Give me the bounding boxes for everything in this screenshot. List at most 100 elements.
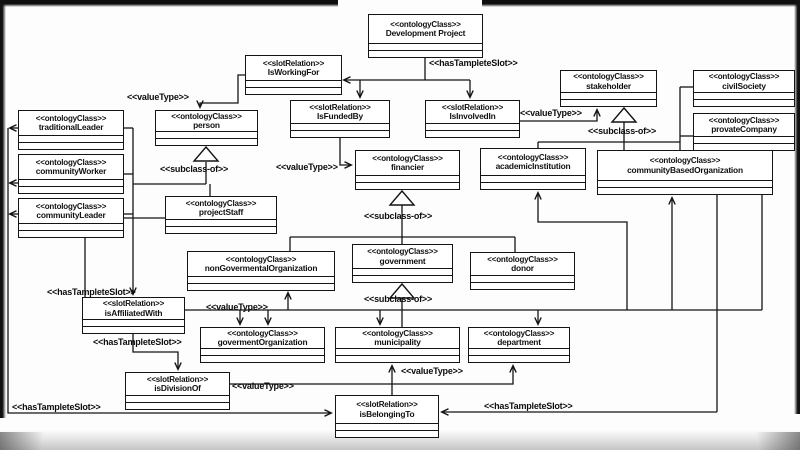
box-title: <<slotRelation>>IsInvolvedIn <box>426 101 519 123</box>
box-empty-compartment <box>126 395 229 402</box>
class-box-goverment-organization[interactable]: <<ontologyClass>>govermentOrganization <box>200 327 325 363</box>
box-empty-compartment <box>19 142 123 149</box>
box-title: <<ontologyClass>>person <box>156 111 257 131</box>
box-empty-compartment <box>481 175 585 182</box>
relation-label: <<hasTampleteSlot>> <box>429 58 518 68</box>
class-box-is-division-of[interactable]: <<slotRelation>>isDivisionOf <box>125 372 230 410</box>
class-box-person[interactable]: <<ontologyClass>>person <box>155 110 258 146</box>
box-name: civilSociety <box>722 80 766 91</box>
box-empty-compartment <box>353 275 452 282</box>
box-empty-compartment <box>471 275 574 282</box>
relation-label: <<valueType>> <box>276 162 338 172</box>
box-empty-compartment <box>166 226 276 233</box>
box-empty-compartment <box>561 99 656 106</box>
class-box-traditional-leader[interactable]: <<ontologyClass>>traditionalLeader <box>18 110 124 150</box>
box-title: <<slotRelation>>isBelongingTo <box>336 396 438 423</box>
box-stereotype: <<ontologyClass>> <box>708 115 780 125</box>
class-box-stakeholder[interactable]: <<ontologyClass>>stakeholder <box>560 70 657 107</box>
box-name: person <box>193 120 220 130</box>
class-box-donor[interactable]: <<ontologyClass>>donor <box>470 252 575 290</box>
class-box-is-working-for[interactable]: <<slotRelation>>IsWorkingFor <box>245 55 342 95</box>
relation-label: <<valueType>> <box>206 302 268 312</box>
box-name: communityBasedOrganization <box>627 164 743 175</box>
box-title: <<ontologyClass>>stakeholder <box>561 71 656 92</box>
box-title: <<slotRelation>>IsWorkingFor <box>246 56 341 80</box>
box-stereotype: <<ontologyClass>> <box>497 152 569 162</box>
box-name: government <box>379 255 426 266</box>
box-empty-compartment <box>426 123 519 130</box>
box-empty-compartment <box>469 355 569 362</box>
box-empty-compartment <box>201 355 324 362</box>
box-stereotype: <<ontologyClass>> <box>35 157 107 167</box>
class-box-is-belonging-to[interactable]: <<slotRelation>>isBelongingTo <box>335 395 439 438</box>
box-title: <<ontologyClass>>communityWorker <box>19 155 123 179</box>
class-box-provate-company[interactable]: <<ontologyClass>>provateCompany <box>693 113 795 151</box>
box-empty-compartment <box>694 99 794 106</box>
box-stereotype: <<ontologyClass>> <box>362 328 433 338</box>
class-box-financier[interactable]: <<ontologyClass>>financier <box>355 150 460 190</box>
class-box-department[interactable]: <<ontologyClass>>department <box>468 327 570 363</box>
relation-label: <<valueType>> <box>401 366 463 376</box>
box-stereotype: <<slotRelation>> <box>441 102 504 112</box>
class-box-is-involved-in[interactable]: <<slotRelation>>IsInvolvedIn <box>425 100 520 138</box>
box-name: nonGovermentalOrganization <box>204 263 318 273</box>
box-stereotype: <<slotRelation>> <box>262 58 325 68</box>
box-stereotype: <<slotRelation>> <box>102 299 165 308</box>
class-box-community-based-organization[interactable]: <<ontologyClass>>communityBasedOrganizat… <box>597 150 773 195</box>
relation-label: <<valueType>> <box>520 108 582 118</box>
box-title: <<ontologyClass>>donor <box>471 253 574 275</box>
class-box-non-govermental-organization[interactable]: <<ontologyClass>>nonGovermentalOrganizat… <box>187 251 335 291</box>
class-box-municipality[interactable]: <<ontologyClass>>municipality <box>335 327 460 363</box>
box-title: <<ontologyClass>>Development Project <box>369 15 482 43</box>
box-title: <<ontologyClass>>civilSociety <box>694 71 794 92</box>
box-empty-compartment <box>291 130 389 137</box>
connector-line <box>520 108 601 122</box>
box-stereotype: <<ontologyClass>> <box>227 328 298 338</box>
class-box-civil-society[interactable]: <<ontologyClass>>civilSociety <box>693 70 795 107</box>
connector-line <box>534 191 628 310</box>
box-empty-compartment <box>19 186 123 193</box>
class-box-community-worker[interactable]: <<ontologyClass>>communityWorker <box>18 154 124 194</box>
connector-line <box>339 138 353 169</box>
box-stereotype: <<ontologyClass>> <box>35 113 107 123</box>
class-box-is-affiliated-with[interactable]: <<slotRelation>>isAffiliatedWith <box>82 297 185 334</box>
box-stereotype: <<ontologyClass>> <box>573 72 644 81</box>
box-name: department <box>497 337 541 347</box>
box-name: isDivisionOf <box>154 383 201 393</box>
box-title: <<slotRelation>>isAffiliatedWith <box>83 298 184 319</box>
box-stereotype: <<ontologyClass>> <box>487 254 558 264</box>
relation-label: <<hasTampleteSlot>> <box>484 401 573 411</box>
box-name: IsInvolvedIn <box>449 111 496 121</box>
box-name: isAffiliatedWith <box>104 307 163 318</box>
box-name: donor <box>511 263 534 273</box>
class-box-development-project[interactable]: <<ontologyClass>>Development Project <box>368 14 483 58</box>
relation-label: <<hasTampleteSlot>> <box>12 402 101 412</box>
box-empty-compartment <box>336 355 459 362</box>
box-title: <<ontologyClass>>projectStaff <box>166 197 276 219</box>
box-empty-compartment <box>426 130 519 137</box>
box-title: <<ontologyClass>>academicInstitution <box>481 149 585 175</box>
box-empty-compartment <box>598 187 772 194</box>
class-box-project-staff[interactable]: <<ontologyClass>>projectStaff <box>165 196 277 234</box>
box-empty-compartment <box>694 92 794 99</box>
box-empty-compartment <box>336 348 459 355</box>
box-title: <<ontologyClass>>govermentOrganization <box>201 328 324 348</box>
box-empty-compartment <box>291 123 389 130</box>
box-stereotype: <<ontologyClass>> <box>649 156 721 165</box>
class-box-government[interactable]: <<ontologyClass>>government <box>352 244 453 283</box>
class-box-academic-institution[interactable]: <<ontologyClass>>academicInstitution <box>480 148 586 190</box>
class-box-community-leader[interactable]: <<ontologyClass>>communityLeader <box>18 198 124 238</box>
box-title: <<ontologyClass>>provateCompany <box>694 114 794 136</box>
connector-line <box>7 128 333 417</box>
box-stereotype: <<ontologyClass>> <box>225 254 297 264</box>
class-box-is-funded-by[interactable]: <<slotRelation>>IsFundedBy <box>290 100 390 138</box>
relation-label: <<valueType>> <box>232 381 294 391</box>
box-empty-compartment <box>156 131 257 138</box>
box-stereotype: <<ontologyClass>> <box>35 201 107 211</box>
connector-line <box>392 364 517 385</box>
box-name: govermentOrganization <box>217 337 308 347</box>
box-empty-compartment <box>356 175 459 182</box>
box-name: isBelongingTo <box>359 408 415 419</box>
box-title: <<ontologyClass>>government <box>353 245 452 268</box>
relation-label: <<valueType>> <box>127 92 189 102</box>
